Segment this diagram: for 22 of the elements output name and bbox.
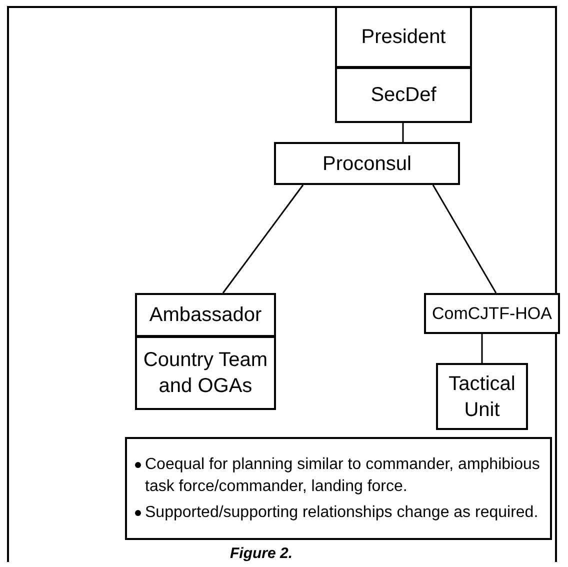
figure-caption: Figure 2.	[230, 544, 293, 564]
org-box	[335, 67, 472, 123]
org-box	[274, 142, 460, 185]
connector-line	[432, 184, 497, 294]
org-box	[436, 363, 528, 430]
org-box	[135, 293, 276, 337]
role-label: Proconsul	[322, 152, 412, 176]
role-label: Ambassador	[149, 303, 262, 328]
role-label: Tactical Unit	[448, 372, 516, 422]
connector-line	[481, 334, 483, 363]
org-box	[135, 336, 276, 410]
org-box	[335, 6, 472, 68]
connector-line	[222, 184, 304, 294]
role-label: Country Team and OGAs	[142, 348, 269, 399]
bullet-note: Supported/supporting relationships change as required.	[135, 502, 542, 524]
note-box	[125, 437, 552, 540]
role-label: ComCJTF-HOA	[432, 302, 552, 324]
role-label: President	[361, 25, 446, 50]
bullet-note: Coequal for planning similar to commander, amphibious task force/commander, landing force.	[135, 454, 542, 498]
connector-line	[402, 123, 404, 142]
role-label: SecDef	[370, 83, 436, 108]
org-box	[424, 293, 560, 334]
